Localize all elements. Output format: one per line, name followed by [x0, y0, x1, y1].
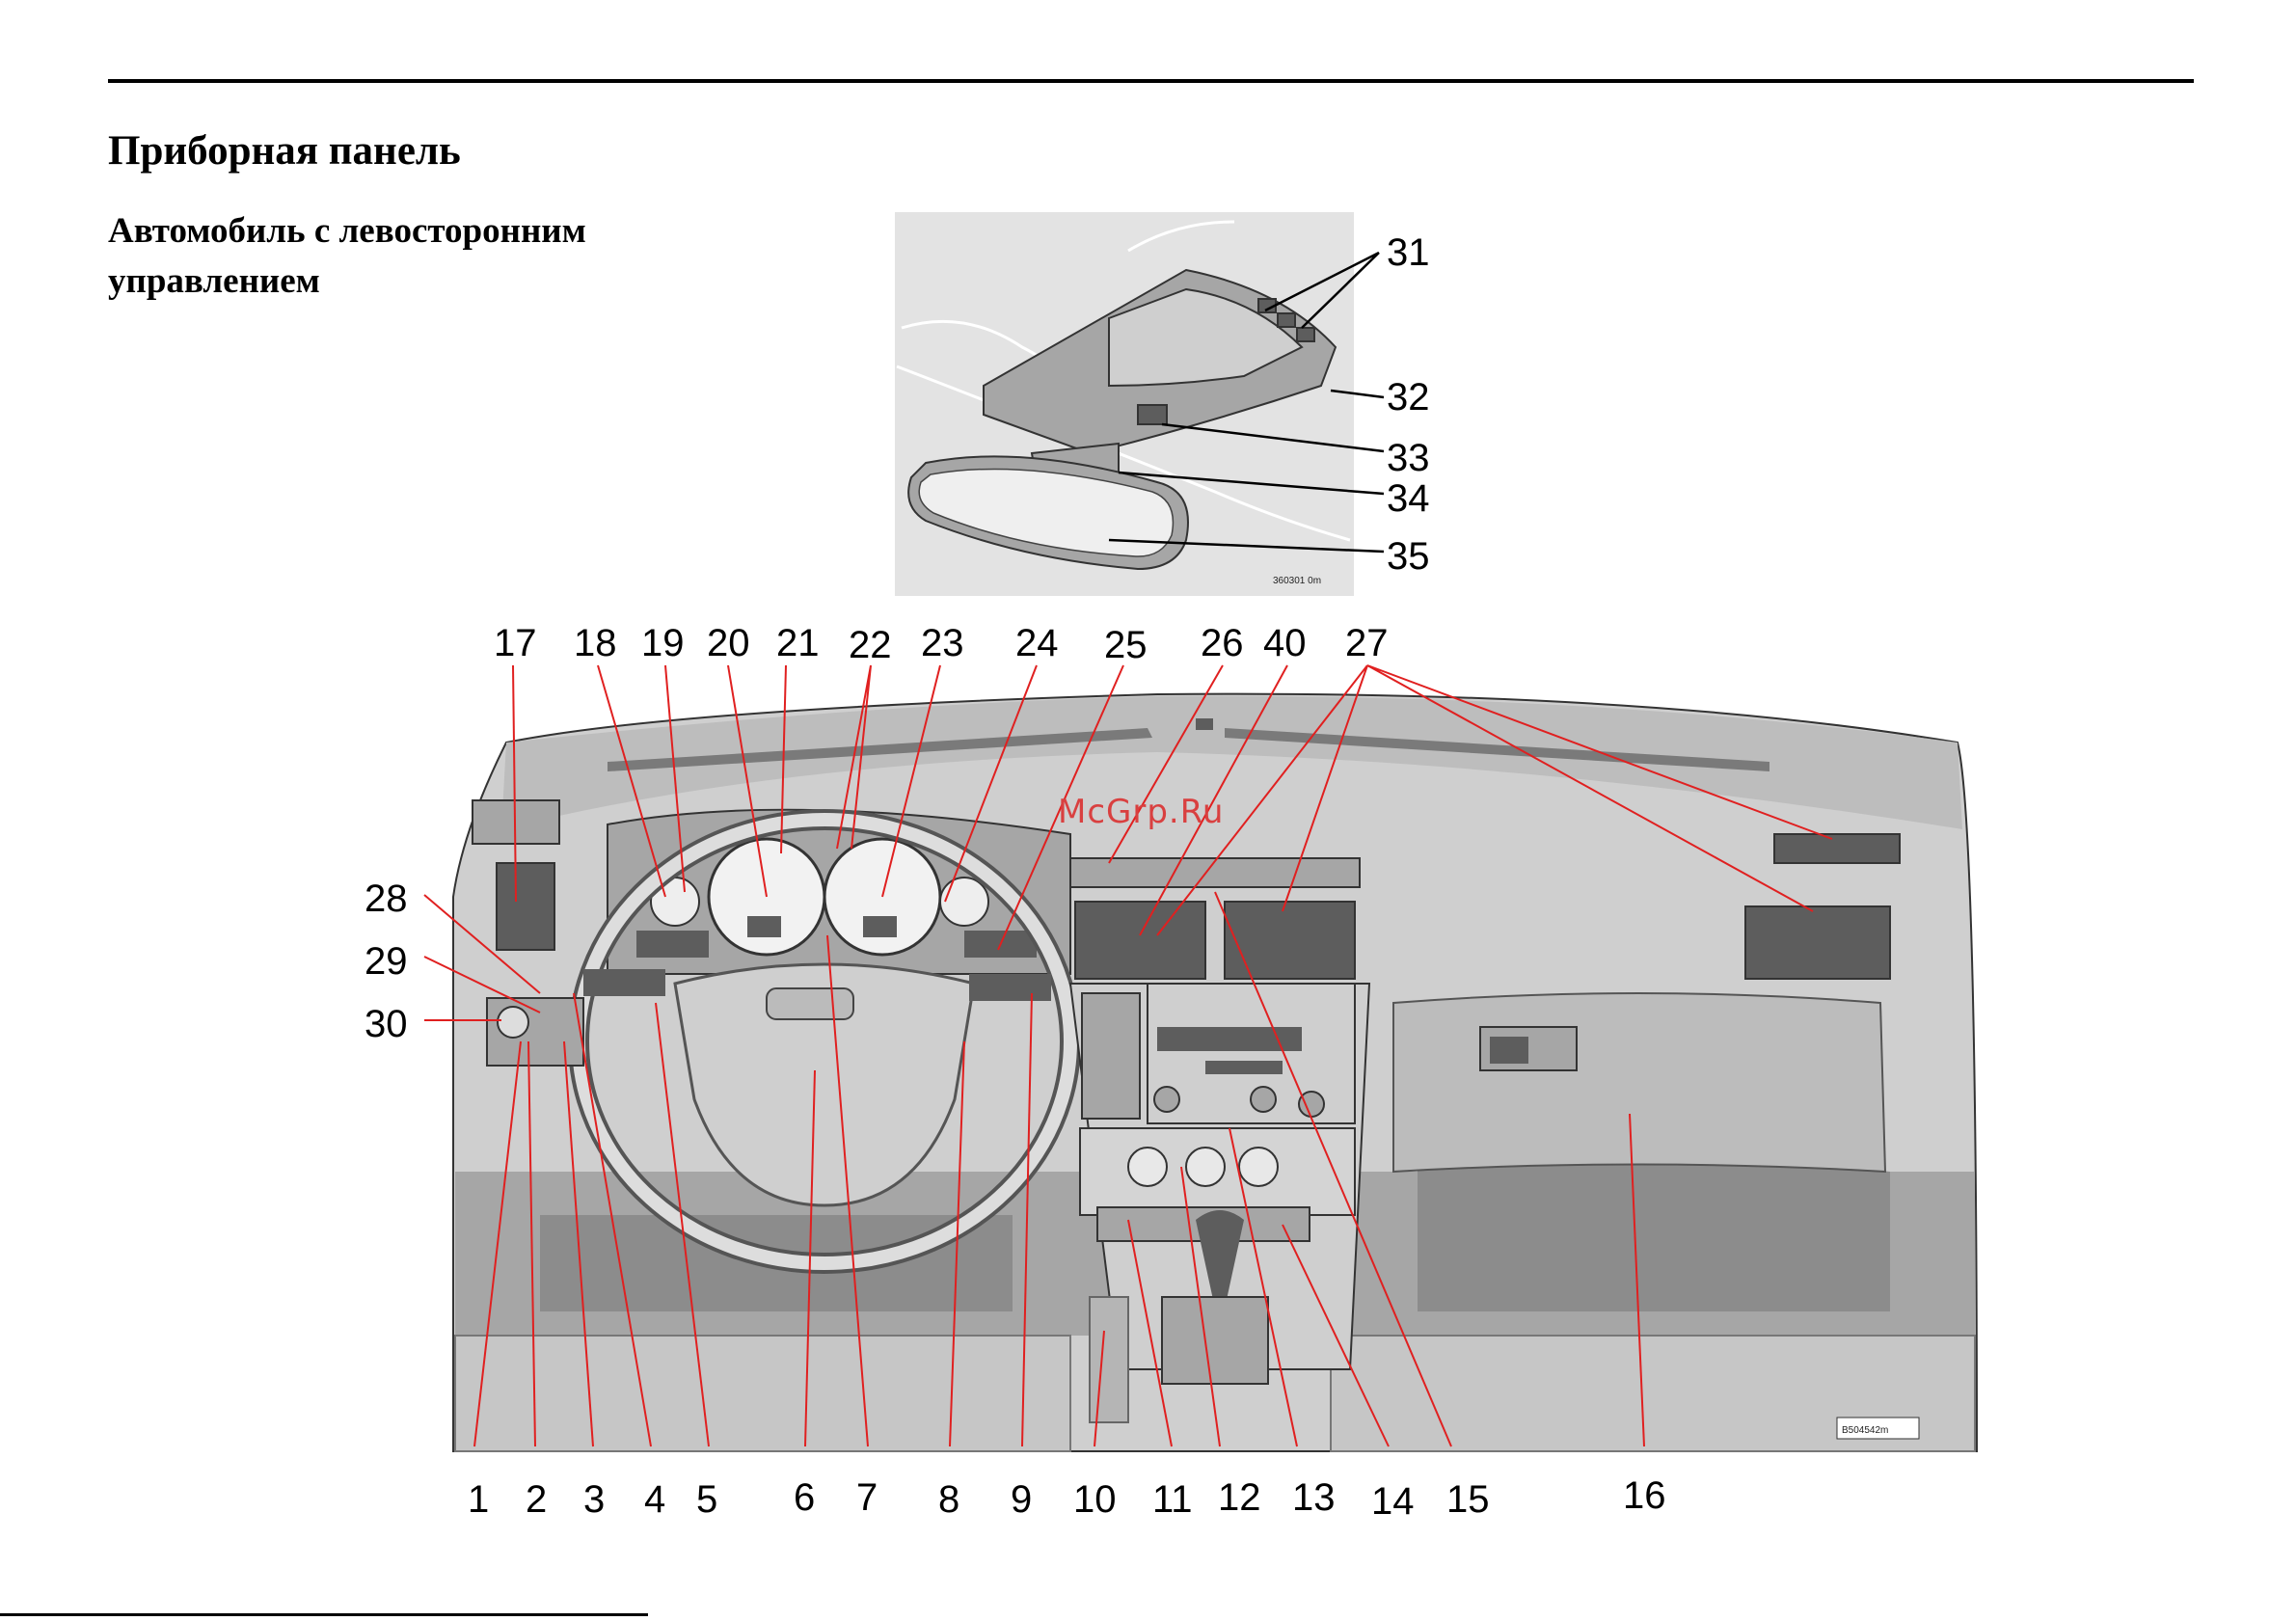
callout-7: 7 [856, 1476, 878, 1519]
bottom-rule [0, 1613, 648, 1616]
console-switch [1138, 405, 1167, 424]
callout-40: 40 [1263, 622, 1307, 664]
fan-knob [1186, 1148, 1225, 1186]
callout-20: 20 [707, 622, 750, 664]
callout-33: 33 [1387, 437, 1430, 479]
left-stalk [583, 969, 665, 996]
right-side-vent [1774, 834, 1900, 863]
callout-35: 35 [1387, 535, 1430, 578]
callout-31: 31 [1387, 231, 1430, 274]
callout-16: 16 [1623, 1474, 1666, 1517]
mirror-figure-code: 360301 0m [1273, 576, 1321, 586]
storage-compartment [1082, 993, 1140, 1119]
callout-5: 5 [696, 1478, 717, 1521]
callout-32: 32 [1387, 376, 1430, 419]
callout-28: 28 [365, 878, 408, 920]
center-vent-left [1075, 902, 1205, 979]
callout-26: 26 [1201, 622, 1244, 664]
callout-18: 18 [574, 622, 617, 664]
console-button [1278, 313, 1295, 327]
temp-knob-right [1239, 1148, 1278, 1186]
center-vent-right [1225, 902, 1355, 979]
callout-3: 3 [583, 1478, 605, 1521]
right-vent [1745, 906, 1890, 979]
callout-9: 9 [1011, 1478, 1032, 1521]
callout-25: 25 [1104, 624, 1148, 666]
callout-1: 1 [468, 1478, 489, 1521]
callout-22: 22 [849, 624, 892, 666]
callout-24: 24 [1015, 622, 1059, 664]
callout-21: 21 [776, 622, 820, 664]
callout-15: 15 [1446, 1478, 1490, 1521]
horn-logo [767, 988, 853, 1019]
light-switch-knob [498, 1007, 528, 1038]
callout-6: 6 [794, 1476, 815, 1519]
callout-10: 10 [1073, 1478, 1117, 1521]
watermark: McGrp.Ru [1058, 793, 1224, 831]
callout-29: 29 [365, 940, 408, 983]
callout-12: 12 [1218, 1476, 1261, 1519]
mirror-illustration: 360301 0m 31 32 33 34 35 [897, 222, 1430, 586]
callout-34: 34 [1387, 477, 1430, 520]
left-vent [497, 863, 554, 950]
callout-13: 13 [1292, 1476, 1336, 1519]
temp-gauge [940, 878, 988, 926]
callout-8: 8 [938, 1478, 959, 1521]
driver-seat [455, 1336, 1070, 1451]
console-button [1297, 328, 1314, 341]
callout-19: 19 [641, 622, 685, 664]
dashboard-figure-code: B504542m [1842, 1425, 1888, 1436]
callout-17: 17 [494, 622, 537, 664]
callout-2: 2 [526, 1478, 547, 1521]
callout-30: 30 [365, 1003, 408, 1045]
callout-23: 23 [921, 622, 964, 664]
callout-14: 14 [1371, 1480, 1415, 1523]
callout-4: 4 [644, 1478, 665, 1521]
right-stalk [969, 974, 1051, 1001]
callout-27: 27 [1345, 622, 1389, 664]
temp-knob-left [1128, 1148, 1167, 1186]
callout-11: 11 [1152, 1478, 1193, 1521]
glove-box [1393, 993, 1885, 1172]
